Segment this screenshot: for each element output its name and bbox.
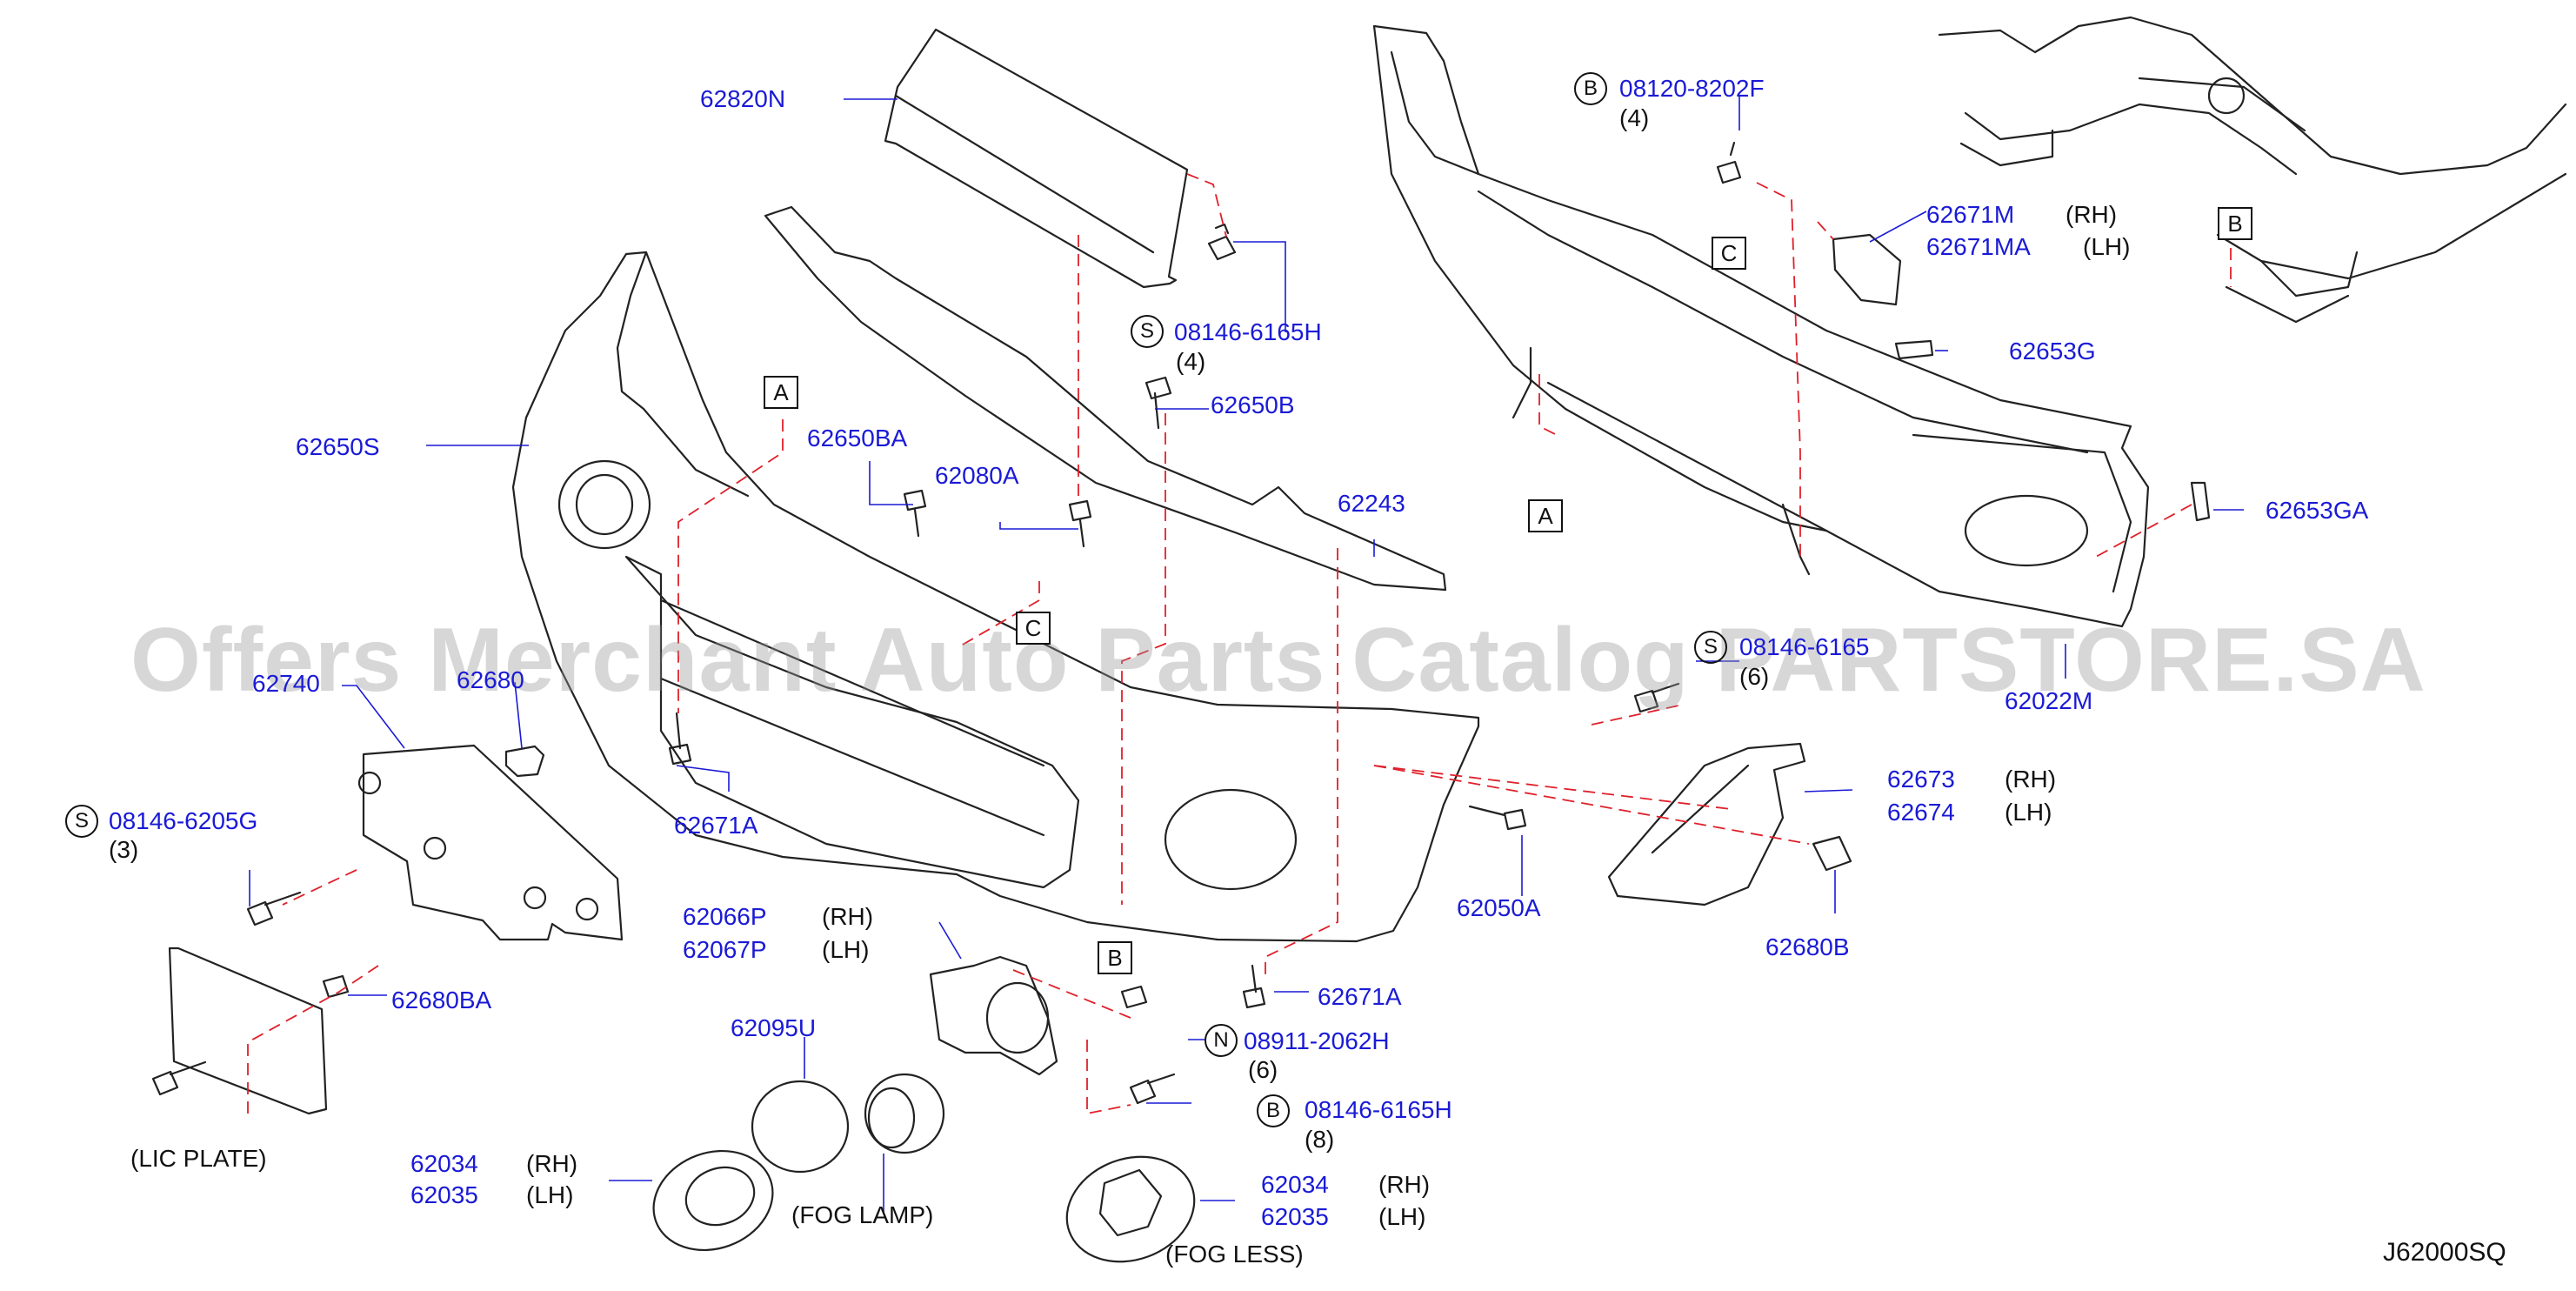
side-rh-4: (RH)	[2065, 201, 2118, 228]
side-rh-5: (RH)	[2005, 766, 2057, 793]
label-62680BA[interactable]: 62680BA	[391, 987, 492, 1013]
bolts	[151, 141, 1742, 1105]
label-62653GA[interactable]: 62653GA	[2266, 497, 2369, 524]
ref-box-b-1: B	[1098, 941, 1132, 974]
part-62650S-fascia	[511, 251, 1480, 943]
side-rh-3: (RH)	[1378, 1171, 1431, 1198]
label-62671A-left[interactable]: 62671A	[674, 812, 758, 839]
frame-rail	[1938, 16, 2567, 176]
ref-box-a-2: A	[1528, 499, 1563, 532]
label-62243[interactable]: 62243	[1338, 490, 1405, 517]
qty-3: (3)	[109, 836, 139, 863]
ref-box-a-1: A	[764, 376, 798, 409]
side-rh-2: (RH)	[526, 1150, 578, 1177]
label-62650B[interactable]: 62650B	[1211, 391, 1295, 418]
ref-box-c-1: C	[1016, 612, 1051, 645]
label-08120-8202F[interactable]: 08120-8202F	[1619, 75, 1765, 102]
symbol-s-3: S	[1694, 631, 1727, 664]
qty-4-right: (4)	[1619, 104, 1650, 131]
part-62673-bracket	[1607, 742, 1806, 906]
label-62673[interactable]: 62673	[1887, 766, 1955, 793]
symbol-b-1: B	[1257, 1094, 1290, 1127]
label-08146-6165-mid[interactable]: 08146-6165	[1739, 633, 1870, 660]
label-62066P[interactable]: 62066P	[683, 903, 767, 930]
label-62820N[interactable]: 62820N	[700, 85, 786, 112]
label-62050A[interactable]: 62050A	[1457, 894, 1541, 921]
side-rh-1: (RH)	[822, 903, 874, 930]
side-lh-5: (LH)	[2005, 799, 2052, 826]
label-08146-6165H-top[interactable]: 08146-6165H	[1174, 318, 1322, 345]
symbol-s-1: S	[1131, 315, 1164, 348]
label-08146-6165H-bottom[interactable]: 08146-6165H	[1305, 1096, 1452, 1123]
side-lh-4: (LH)	[2083, 233, 2131, 260]
note-fog-lamp: (FOG LAMP)	[791, 1201, 934, 1228]
label-08146-6205G[interactable]: 08146-6205G	[109, 807, 258, 834]
label-62653G[interactable]: 62653G	[2009, 338, 2096, 365]
ref-box-c-2: C	[1712, 237, 1746, 270]
qty-4-top: (4)	[1176, 348, 1206, 375]
fascia-left-hole	[557, 459, 651, 550]
side-lh-1: (LH)	[822, 936, 870, 963]
part-62671M-bracket	[1832, 233, 1902, 306]
part-62095U-ring	[751, 1080, 850, 1174]
label-62740[interactable]: 62740	[252, 670, 320, 697]
label-08911-2062H[interactable]: 08911-2062H	[1244, 1027, 1390, 1054]
watermark: Offers Merchant Auto Parts Catalog PARTS…	[130, 610, 2426, 711]
fog-lamp	[864, 1073, 945, 1154]
label-62674[interactable]: 62674	[1887, 799, 1955, 826]
label-62650BA[interactable]: 62650BA	[807, 425, 908, 452]
qty-6-nut: (6)	[1248, 1056, 1278, 1083]
part-62653G-pad	[1894, 339, 1934, 360]
label-62680[interactable]: 62680	[457, 666, 524, 693]
fascia-right-hole	[1164, 788, 1298, 891]
label-62067P[interactable]: 62067P	[683, 936, 767, 963]
label-62671M[interactable]: 62671M	[1926, 201, 2015, 228]
note-fog-less: (FOG LESS)	[1165, 1241, 1304, 1268]
part-62680B-clip	[1812, 835, 1852, 872]
side-lh-3: (LH)	[1378, 1203, 1426, 1230]
label-62671MA[interactable]: 62671MA	[1926, 233, 2031, 260]
symbol-b-2: B	[1574, 72, 1607, 105]
label-62034-right[interactable]: 62034	[1261, 1171, 1329, 1198]
label-62035-left[interactable]: 62035	[410, 1181, 478, 1208]
part-62680-grommet	[504, 745, 545, 778]
label-62095U[interactable]: 62095U	[731, 1014, 817, 1041]
part-62066P-bracket	[929, 955, 1058, 1076]
label-62080A[interactable]: 62080A	[935, 462, 1019, 489]
license-plate	[168, 947, 328, 1115]
label-62650S[interactable]: 62650S	[296, 433, 380, 460]
qty-8: (8)	[1305, 1126, 1335, 1153]
part-62034-bezel-left	[652, 1149, 774, 1252]
ref-box-b-2: B	[2218, 207, 2252, 240]
symbol-n: N	[1205, 1024, 1238, 1057]
label-62671A-right[interactable]: 62671A	[1318, 983, 1402, 1010]
part-62034-bezel-right	[1065, 1155, 1196, 1263]
label-62034-left[interactable]: 62034	[410, 1150, 478, 1177]
qty-6-mid: (6)	[1739, 663, 1770, 690]
side-lh-2: (LH)	[526, 1181, 574, 1208]
part-62740-bracket	[362, 744, 624, 941]
label-62022M[interactable]: 62022M	[2005, 687, 2093, 714]
label-62035-right[interactable]: 62035	[1261, 1203, 1329, 1230]
label-62680B[interactable]: 62680B	[1765, 933, 1850, 960]
symbol-s-2: S	[65, 805, 98, 838]
part-62022M-reinforcement	[1372, 24, 2150, 628]
part-62820N-plate	[884, 28, 1189, 289]
note-lic-plate: (LIC PLATE)	[130, 1145, 267, 1172]
diagram-code: J62000SQ	[2383, 1238, 2506, 1267]
part-62653GA-pad	[2190, 481, 2211, 522]
